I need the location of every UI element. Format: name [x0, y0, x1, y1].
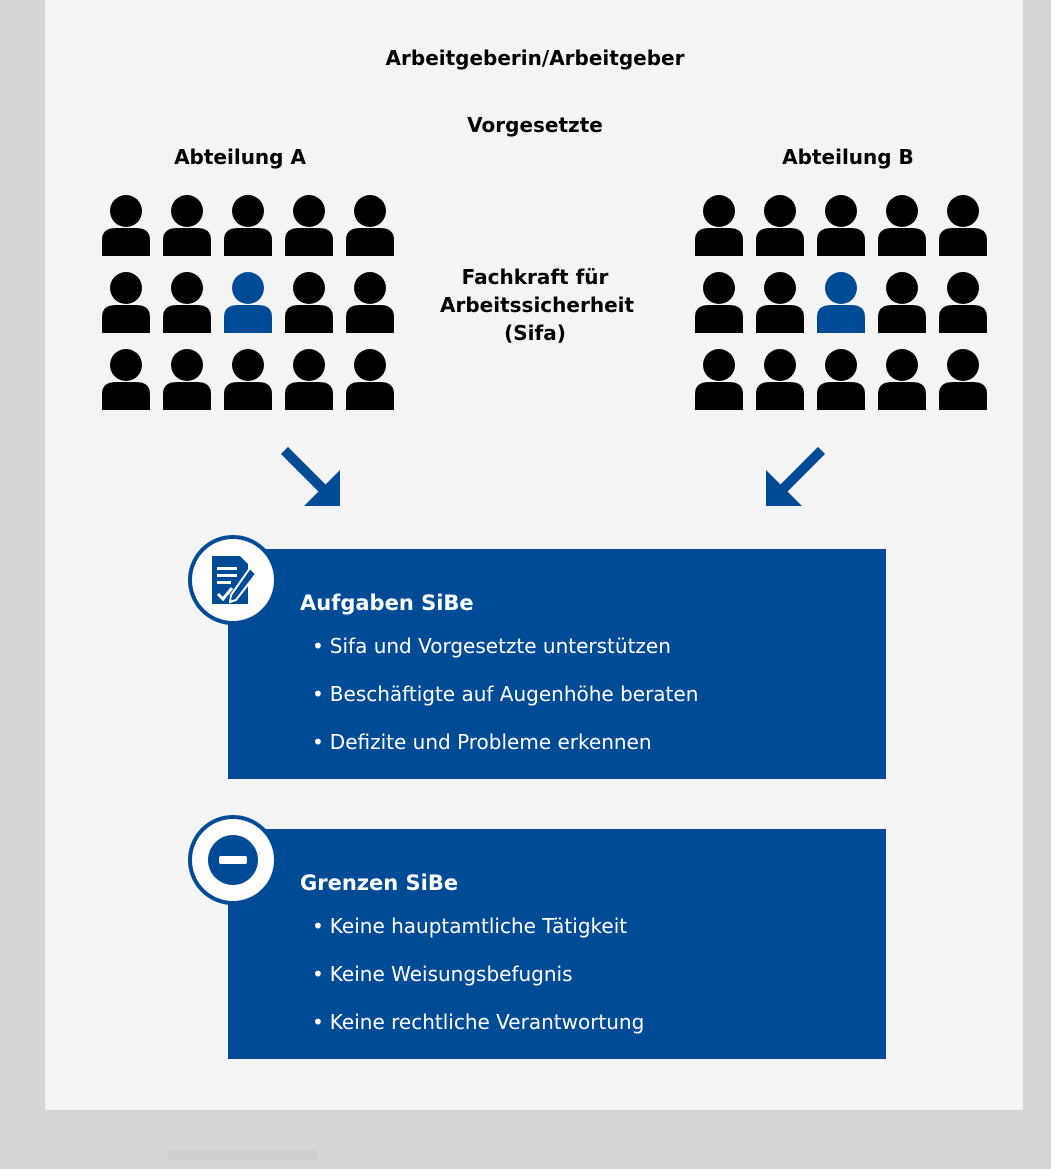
list-item-text: Sifa und Vorgesetzte unterstützen	[329, 634, 671, 658]
sifa-label-line-3: (Sifa)	[504, 321, 566, 345]
person-icon	[939, 349, 987, 410]
list-item: •Sifa und Vorgesetzte unterstützen	[312, 634, 698, 658]
bullet: •	[312, 962, 324, 986]
person-icon	[285, 349, 333, 410]
list-item: •Keine hauptamtliche Tätigkeit	[312, 914, 644, 938]
person-icon	[878, 349, 926, 410]
department-b-people	[695, 194, 987, 410]
list-item-text: Beschäftigte auf Augenhöhe beraten	[329, 682, 699, 706]
person-icon	[695, 349, 743, 410]
highlighted-person-icon	[817, 272, 865, 333]
employer-label: Arbeitgeberin/Arbeitgeber	[385, 46, 685, 70]
arrow-down-right-icon	[280, 446, 340, 506]
person-icon	[939, 195, 987, 256]
tasks-box: Aufgaben SiBe •Sifa und Vorgesetzte unte…	[228, 549, 886, 779]
bullet: •	[312, 634, 324, 658]
person-icon	[285, 272, 333, 333]
bullet: •	[312, 682, 324, 706]
department-a-people	[102, 194, 394, 410]
person-icon	[163, 272, 211, 333]
person-icon	[817, 195, 865, 256]
tasks-list: •Sifa und Vorgesetzte unterstützen •Besc…	[312, 634, 698, 778]
list-item: •Keine Weisungsbefugnis	[312, 962, 644, 986]
tasks-title: Aufgaben SiBe	[300, 591, 474, 615]
list-item-text: Keine Weisungsbefugnis	[329, 962, 573, 986]
list-item: •Defizite und Probleme erkennen	[312, 730, 698, 754]
person-icon	[346, 195, 394, 256]
list-item-text: Keine rechtliche Verantwortung	[329, 1010, 645, 1034]
list-item-text: Defizite und Probleme erkennen	[329, 730, 652, 754]
limits-list: •Keine hauptamtliche Tätigkeit •Keine We…	[312, 914, 644, 1058]
highlighted-person-icon	[224, 272, 272, 333]
list-item: •Keine rechtliche Verantwortung	[312, 1010, 644, 1034]
sifa-label-line-2: Arbeitssicherheit	[440, 293, 635, 317]
person-icon	[346, 272, 394, 333]
person-icon	[939, 272, 987, 333]
bullet: •	[312, 730, 324, 754]
list-item-text: Keine hauptamtliche Tätigkeit	[329, 914, 628, 938]
person-icon	[163, 349, 211, 410]
person-icon	[695, 195, 743, 256]
limits-icon-circle	[188, 815, 278, 905]
sifa-label: Fachkraft für Arbeitssicherheit (Sifa)	[440, 263, 635, 347]
person-icon	[224, 349, 272, 410]
department-b-label: Abteilung B	[782, 145, 914, 169]
person-icon	[346, 349, 394, 410]
department-a-label: Abteilung A	[174, 145, 306, 169]
tasks-icon-circle	[188, 535, 278, 625]
sifa-label-line-1: Fachkraft für	[461, 265, 609, 289]
limits-box: Grenzen SiBe •Keine hauptamtliche Tätigk…	[228, 829, 886, 1059]
bullet: •	[312, 914, 324, 938]
person-icon	[285, 195, 333, 256]
person-icon	[102, 272, 150, 333]
arrow-down-left-icon	[766, 446, 826, 506]
list-item: •Beschäftigte auf Augenhöhe beraten	[312, 682, 698, 706]
supervisors-label: Vorgesetzte	[467, 113, 603, 137]
person-icon	[695, 272, 743, 333]
document-checklist-pen-icon	[212, 556, 258, 604]
bullet: •	[312, 1010, 324, 1034]
person-icon	[224, 195, 272, 256]
person-icon	[878, 272, 926, 333]
limits-title: Grenzen SiBe	[300, 871, 459, 895]
person-icon	[102, 349, 150, 410]
person-icon	[102, 195, 150, 256]
minus-circle-icon	[208, 835, 258, 885]
page-footer-decoration	[168, 1150, 318, 1160]
person-icon	[756, 195, 804, 256]
person-icon	[756, 272, 804, 333]
person-icon	[756, 349, 804, 410]
person-icon	[878, 195, 926, 256]
person-icon	[163, 195, 211, 256]
person-icon	[817, 349, 865, 410]
